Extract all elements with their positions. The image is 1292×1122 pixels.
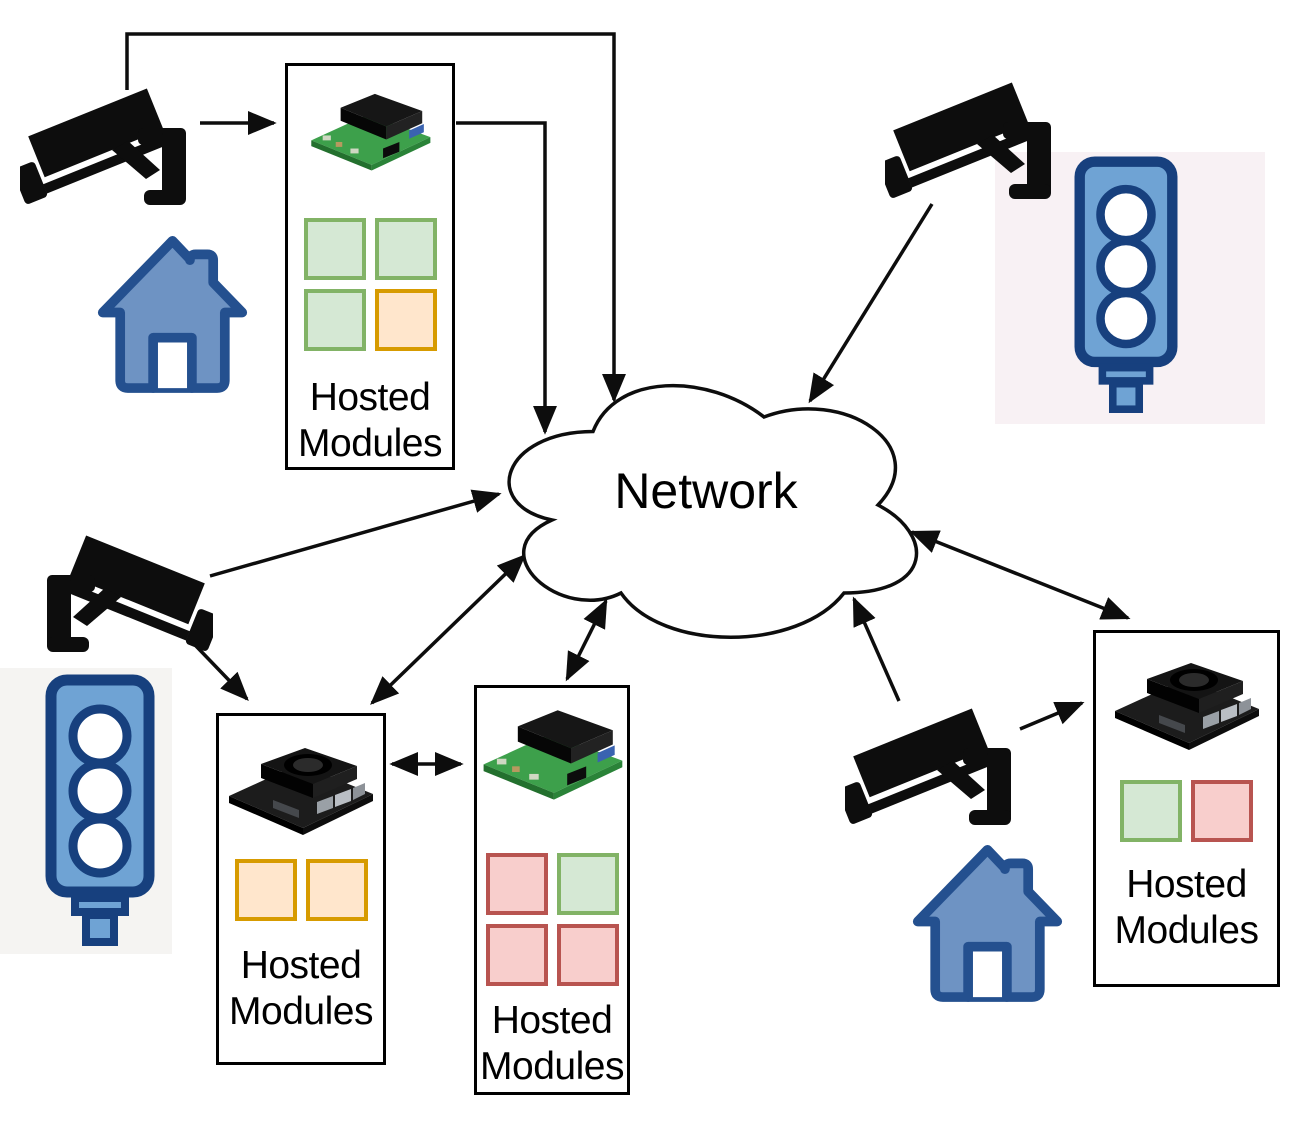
double-arrow-network-device2	[370, 554, 526, 705]
cctv-camera-1	[20, 78, 195, 223]
hosted-module-red	[1191, 780, 1253, 842]
house-2	[910, 838, 1065, 1010]
dev-board-icon	[295, 80, 445, 182]
hosted-module-green	[556, 853, 619, 915]
hosted-module-red	[485, 853, 548, 915]
dev-board-icon	[221, 724, 381, 849]
arrow-camera3-to-network	[209, 489, 502, 578]
cctv-camera-icon	[845, 698, 1020, 838]
edge-device-4: Hosted Modules	[1093, 630, 1280, 987]
arrow-camera4-to-network	[852, 596, 901, 702]
hosted-module-green	[1120, 780, 1182, 842]
house-icon	[910, 838, 1065, 1005]
arrow-camera2-to-network	[808, 203, 934, 404]
cctv-camera-icon	[38, 525, 213, 665]
dev-board-icon	[476, 694, 628, 813]
traffic-light-1	[1074, 156, 1178, 418]
traffic-light-2	[45, 674, 155, 951]
hosted-modules-grid	[303, 217, 437, 351]
hosted-modules-grid	[1120, 780, 1253, 842]
hosted-modules-label: Hosted Modules	[298, 375, 442, 465]
cctv-camera-icon	[885, 72, 1060, 212]
hosted-module-red	[556, 924, 619, 986]
hosted-modules-label: Hosted Modules	[229, 944, 373, 1034]
hosted-module-green	[303, 288, 366, 351]
cctv-camera-4	[845, 698, 1020, 843]
arrow-camera4-to-device4	[1019, 701, 1085, 731]
edge-device-1: Hosted Modules	[285, 63, 455, 470]
double-arrow-network-device4	[909, 530, 1131, 620]
traffic-light-icon	[45, 674, 155, 946]
arrow-camera1-to-network	[125, 32, 627, 403]
network-cloud-label: Network	[614, 463, 798, 519]
hosted-module-green	[303, 217, 366, 280]
hosted-module-green	[374, 217, 437, 280]
traffic-light-icon	[1074, 156, 1178, 413]
double-arrow-network-device3	[565, 598, 608, 682]
hosted-modules-label: Hosted Modules	[1114, 863, 1259, 953]
cctv-camera-2	[885, 72, 1060, 217]
network-cloud	[507, 383, 919, 639]
arrow-camera3-to-device2	[194, 644, 249, 701]
house-1	[95, 229, 250, 401]
hosted-module-orange	[234, 859, 297, 921]
edge-device-2: Hosted Modules	[216, 713, 386, 1065]
cctv-camera-icon	[20, 78, 195, 218]
edge-device-3: Hosted Modules	[474, 685, 630, 1095]
hosted-modules-label: Hosted Modules	[480, 999, 624, 1089]
cctv-camera-3	[38, 525, 213, 670]
house-icon	[95, 229, 250, 396]
hosted-module-red	[485, 924, 548, 986]
dev-board-icon	[1107, 639, 1267, 764]
hosted-modules-grid	[234, 859, 368, 921]
hosted-module-orange	[305, 859, 368, 921]
hosted-module-orange	[374, 288, 437, 351]
arrow-device1-to-network	[456, 121, 558, 435]
hosted-modules-grid	[485, 853, 619, 986]
